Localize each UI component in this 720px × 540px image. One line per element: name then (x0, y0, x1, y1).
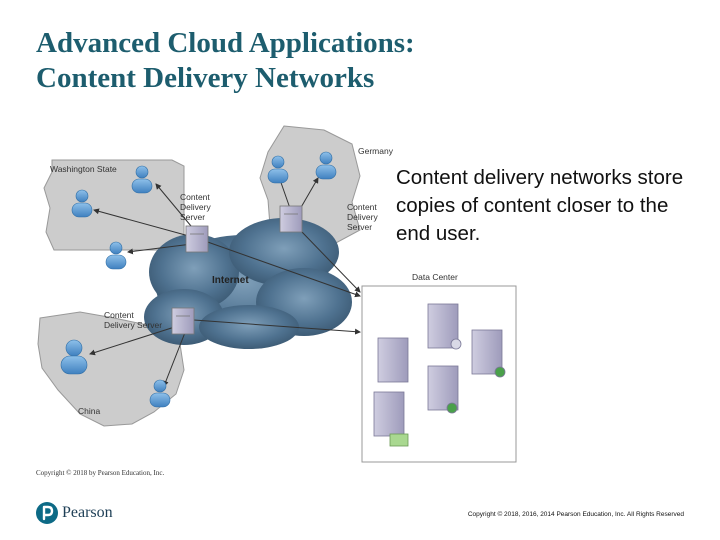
server-label-line: Content (347, 202, 377, 212)
region-label-germany: Germany (358, 146, 393, 156)
server-label-line: Server (347, 222, 373, 232)
user-icon (60, 339, 88, 375)
cdn-diagram-graphic (37, 125, 517, 463)
slide-title-line-1: Advanced Cloud Applications: (36, 27, 415, 59)
region-label-washington: Washington State (50, 164, 117, 174)
server-china (171, 307, 195, 335)
server-label-china: Content Delivery Server (104, 310, 162, 330)
user-icon (267, 155, 289, 184)
figure-copyright: Copyright © 2018 by Pearson Education, I… (36, 469, 165, 477)
server-label-washington: Content Delivery Server (180, 192, 211, 222)
server-washington (185, 225, 209, 253)
server-label-line: Delivery (180, 202, 211, 212)
cdn-diagram: Washington State Germany China Content D… (34, 122, 524, 467)
user-icon (315, 151, 337, 180)
users (60, 151, 337, 408)
region-label-china: China (78, 406, 101, 416)
data-center-servers (373, 303, 506, 447)
server-label-germany: Content Delivery Server (347, 202, 378, 232)
pearson-wordmark: Pearson (62, 504, 113, 521)
slide-title-line-2: Content Delivery Networks (36, 62, 375, 94)
server-label-line: Content (104, 310, 134, 320)
body-text: Content delivery networks store copies o… (396, 166, 684, 245)
server-label-line: Server (180, 212, 206, 222)
internet-label: Internet (212, 275, 249, 286)
user-icon (105, 241, 127, 270)
server-label-line: Delivery (347, 212, 378, 222)
user-icon (149, 379, 171, 408)
server-label-line: Delivery Server (104, 320, 163, 330)
pearson-logo: Pearson (36, 502, 126, 526)
server-germany (279, 205, 303, 233)
pearson-p-icon (36, 502, 58, 524)
slide-title: Advanced Cloud Applications: Content Del… (36, 26, 676, 96)
user-icon (131, 165, 153, 194)
server-label-line: Content (180, 192, 210, 202)
footer-copyright: Copyright © 2018, 2016, 2014 Pearson Edu… (467, 511, 684, 518)
user-icon (71, 189, 93, 218)
data-center-label: Data Center (412, 272, 458, 282)
internet-cloud (144, 218, 352, 349)
